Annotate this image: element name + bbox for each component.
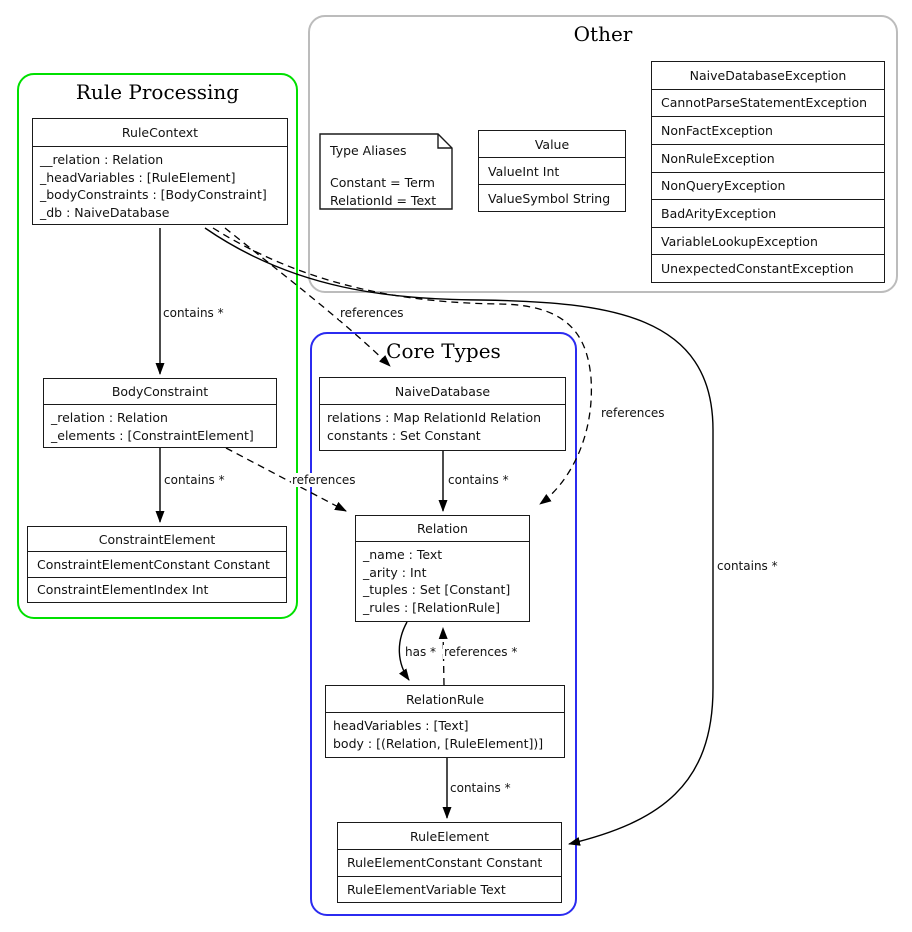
- group-core-types: Core Types: [310, 332, 577, 916]
- constructor-row: NonQueryException: [652, 171, 884, 200]
- constructor-row: VariableLookupException: [652, 226, 884, 255]
- constructor-row: RuleElementConstant Constant: [347, 855, 543, 871]
- class-relation-header: Relation: [356, 516, 529, 542]
- edge-rulecontext-to-relation: [212, 227, 593, 505]
- constructor-row: RuleElementVariable Text: [338, 875, 561, 903]
- attribute-line: _bodyConstraints : [BodyConstraint]: [40, 187, 267, 202]
- edge-bodyconstraint-to-relation: [225, 447, 347, 512]
- edge-label-has: has *: [404, 645, 438, 659]
- class-naivedatabase: NaiveDatabase relations : Map RelationId…: [319, 377, 566, 451]
- attribute-line: _elements : [ConstraintElement]: [51, 427, 254, 443]
- class-relation-attributes: _name : Text _arity : Int _tuples : Set …: [356, 542, 529, 621]
- attribute-line: _db : NaiveDatabase: [40, 204, 170, 220]
- attribute-line: headVariables : [Text]: [333, 718, 469, 733]
- class-rulecontext: RuleContext __relation : Relation _headV…: [32, 118, 288, 225]
- class-ruleelement-header: RuleElement: [338, 823, 561, 850]
- edge-label-references: references: [339, 306, 405, 320]
- class-relationrule: RelationRule headVariables : [Text] body…: [325, 685, 565, 758]
- class-bodyconstraint-attributes: _relation : Relation _elements : [Constr…: [44, 405, 276, 447]
- class-relation: Relation _name : Text _arity : Int _tupl…: [355, 515, 530, 622]
- edge-label-references: references: [600, 406, 666, 420]
- constructor-row: NonFactException: [652, 116, 884, 144]
- type-aliases-note: Type Aliases Constant = Term RelationId …: [320, 134, 452, 209]
- edge-label-references: references: [291, 473, 357, 487]
- type-alias-line: Constant = Term: [330, 175, 435, 190]
- attribute-line: relations : Map RelationId Relation: [327, 410, 542, 425]
- class-value: Value ValueInt Int ValueSymbol String: [478, 130, 626, 212]
- class-naivedatabase-header: NaiveDatabase: [320, 378, 565, 405]
- class-rulecontext-attributes: __relation : Relation _headVariables : […: [33, 147, 287, 224]
- class-ruleelement: RuleElement RuleElementConstant Constant…: [337, 822, 562, 903]
- constructor-row: ConstraintElementConstant Constant: [37, 556, 270, 572]
- attribute-line: _name : Text: [363, 547, 443, 562]
- group-core-types-title: Core Types: [386, 339, 501, 363]
- group-rule-processing: Rule Processing: [17, 73, 298, 619]
- class-constraintelement-header: ConstraintElement: [28, 527, 286, 552]
- group-other-title: Other: [573, 22, 633, 46]
- constructor-row: UnexpectedConstantException: [652, 254, 884, 282]
- class-naivedatabaseexception-header: NaiveDatabaseException: [689, 67, 847, 83]
- edge-label-contains: contains *: [449, 781, 512, 795]
- group-rule-processing-title: Rule Processing: [75, 80, 240, 104]
- class-constraintelement: ConstraintElement ConstraintElementConst…: [27, 526, 287, 603]
- class-relationrule-header: RelationRule: [326, 686, 564, 713]
- edge-relation-to-relationrule: [398, 621, 410, 681]
- edge-rulecontext-to-ruleelement: [204, 227, 714, 846]
- attribute-line: constants : Set Constant: [327, 427, 481, 443]
- attribute-line: _rules : [RelationRule]: [363, 599, 500, 615]
- constructor-row: ValueInt Int: [488, 163, 560, 179]
- edge-label-contains: contains *: [447, 473, 510, 487]
- edge-rulecontext-to-naivedatabase: [224, 227, 391, 367]
- attribute-line: _tuples : Set [Constant]: [363, 582, 511, 597]
- class-naivedatabaseexception: NaiveDatabaseException CannotParseStatem…: [651, 61, 885, 283]
- edge-label-contains: contains *: [716, 559, 779, 573]
- class-bodyconstraint: BodyConstraint _relation : Relation _ele…: [43, 378, 277, 448]
- constructor-row: BadArityException: [652, 199, 884, 227]
- class-bodyconstraint-header: BodyConstraint: [44, 379, 276, 405]
- edge-label-contains: contains *: [162, 306, 225, 320]
- attribute-line: __relation : Relation: [40, 152, 164, 167]
- constructor-row: NonRuleException: [652, 143, 884, 172]
- type-aliases-note-outline: [319, 133, 453, 210]
- class-value-header: Value: [479, 131, 625, 158]
- class-relationrule-attributes: headVariables : [Text] body : [(Relation…: [326, 713, 564, 757]
- type-aliases-note-title: Type Aliases: [330, 143, 407, 158]
- constructor-row: CannotParseStatementException: [652, 88, 884, 117]
- constructor-row: ValueSymbol String: [479, 184, 625, 211]
- type-alias-line: RelationId = Text: [330, 193, 437, 208]
- edge-label-contains: contains *: [163, 473, 226, 487]
- attribute-line: body : [(Relation, [RuleElement])]: [333, 735, 544, 751]
- attribute-line: _relation : Relation: [51, 410, 168, 425]
- attribute-line: _headVariables : [RuleElement]: [40, 169, 236, 185]
- class-naivedatabase-attributes: relations : Map RelationId Relation cons…: [320, 405, 565, 450]
- constructor-row: ConstraintElementIndex Int: [28, 576, 286, 603]
- edge-label-references: references *: [443, 645, 519, 659]
- class-rulecontext-header: RuleContext: [33, 119, 287, 147]
- attribute-line: _arity : Int: [363, 564, 427, 580]
- group-other: Other: [308, 15, 898, 293]
